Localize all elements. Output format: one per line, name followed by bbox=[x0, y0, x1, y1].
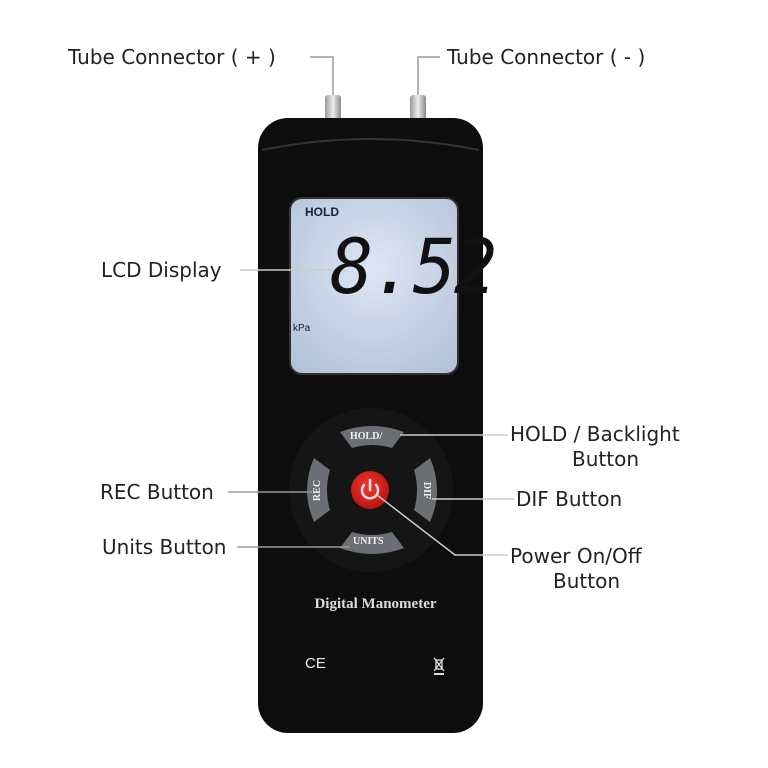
tube-connector-plus bbox=[325, 95, 341, 121]
rec-button[interactable] bbox=[307, 458, 330, 522]
hold-button[interactable] bbox=[340, 426, 404, 448]
hold-button-label: HOLD/ bbox=[350, 431, 383, 442]
lcd-unit: kPa bbox=[293, 323, 311, 334]
callout-lcd: LCD Display bbox=[101, 258, 222, 282]
model-name: Digital Manometer bbox=[314, 596, 437, 612]
dif-button[interactable] bbox=[414, 458, 437, 522]
ce-mark: CE bbox=[305, 655, 326, 672]
callout-units: Units Button bbox=[102, 535, 227, 559]
units-button[interactable] bbox=[340, 532, 404, 554]
power-icon bbox=[360, 478, 380, 500]
tube-connector-minus bbox=[410, 95, 426, 121]
callout-power-line2: Button bbox=[553, 569, 620, 593]
callout-hold-line1: HOLD / Backlight bbox=[510, 422, 680, 446]
lcd-display bbox=[289, 197, 459, 375]
callout-power-line1: Power On/Off bbox=[510, 544, 642, 568]
rec-button-label: REC bbox=[312, 479, 324, 502]
dif-button-label: DIF bbox=[421, 481, 433, 500]
callout-tube-minus: Tube Connector ( - ) bbox=[447, 45, 646, 69]
units-button-label: UNITS bbox=[353, 536, 384, 547]
weee-bin-icon bbox=[433, 657, 445, 675]
callout-tube-plus: Tube Connector ( + ) bbox=[68, 45, 276, 69]
lcd-hold-indicator: HOLD bbox=[305, 205, 339, 219]
callout-hold-line2: Button bbox=[572, 447, 639, 471]
leader-lines bbox=[228, 56, 514, 556]
lcd-reading: 8.52 bbox=[330, 222, 497, 312]
callout-rec: REC Button bbox=[100, 480, 214, 504]
callout-dif: DIF Button bbox=[516, 487, 623, 511]
